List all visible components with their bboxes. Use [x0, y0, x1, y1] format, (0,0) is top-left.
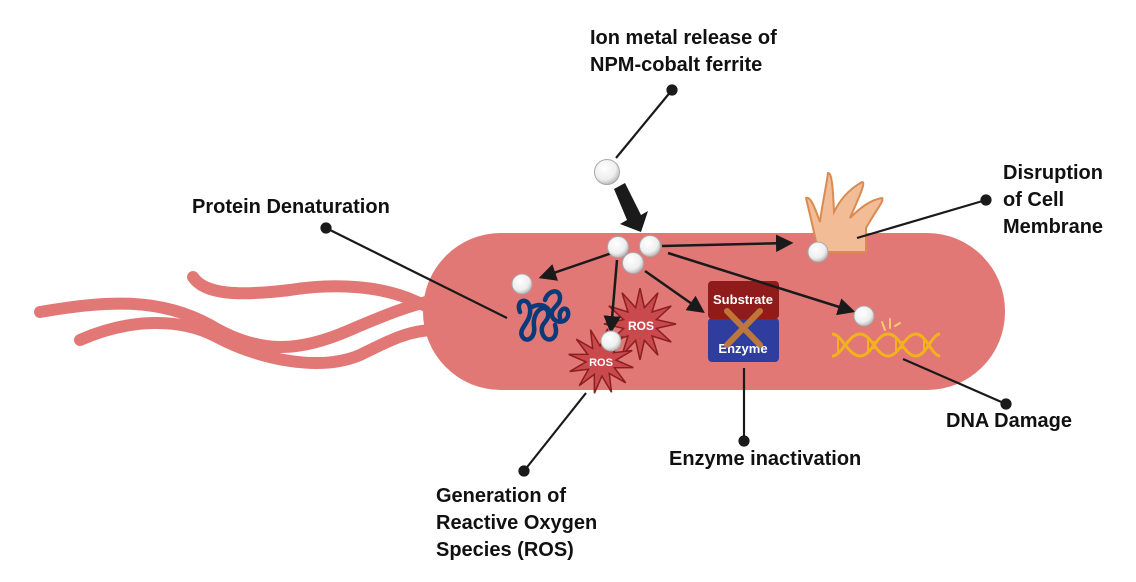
- arrow-to-ros: [603, 259, 621, 334]
- dna-icon: [831, 318, 941, 358]
- metal-ions: [511, 159, 875, 352]
- flagellum-2: [74, 317, 441, 369]
- flagellum-3: [187, 271, 446, 318]
- substrate-label: Substrate: [713, 292, 773, 307]
- entry-arrow-icon: [614, 183, 648, 232]
- ion-external: [594, 159, 620, 185]
- flagellum-1: [34, 294, 441, 353]
- ros-large-label: ROS: [628, 319, 654, 333]
- ion-cluster-2: [639, 235, 661, 257]
- arrow-to-protein: [538, 251, 613, 281]
- label-enzyme-inactivation: Enzyme inactivation: [669, 448, 862, 470]
- ion-cluster-1: [607, 236, 629, 258]
- inhibition-cross-icon: [724, 308, 763, 348]
- callout-protein: [325, 227, 508, 319]
- ion-cluster-3: [622, 252, 644, 274]
- callout-lines: [320, 84, 1012, 477]
- label-membrane-disruption: Disruption of Cell Membrane: [1003, 162, 1104, 238]
- mechanism-arrows: [538, 234, 856, 334]
- ion-ros: [600, 330, 622, 352]
- ros-small-label: ROS: [589, 357, 613, 369]
- protein-icon: [516, 289, 571, 342]
- ion-protein: [511, 273, 533, 295]
- arrow-to-enzyme: [644, 269, 705, 314]
- callout-ion-release: [615, 89, 673, 159]
- callout-ros: [523, 392, 587, 472]
- flagella: [34, 271, 446, 369]
- callout-membrane: [856, 198, 987, 240]
- ros-icon-large: ROS: [603, 287, 677, 361]
- enzyme-block: [708, 318, 779, 362]
- damage-spark-icon: [881, 318, 901, 331]
- label-protein-denaturation: Protein Denaturation: [192, 196, 390, 218]
- substrate-enzyme-icon: Substrate Enzyme: [708, 281, 779, 362]
- cell-membrane-disruption-icon: [804, 172, 884, 253]
- label-ros-generation: Generation of Reactive Oxygen Species (R…: [436, 485, 598, 561]
- arrow-to-dna: [667, 251, 856, 316]
- ion-membrane: [807, 241, 829, 263]
- arrow-to-membrane: [661, 234, 794, 253]
- callout-dna: [902, 357, 1007, 406]
- label-dna-damage: DNA Damage: [946, 410, 1072, 432]
- label-ion-release: Ion metal release of NPM-cobalt ferrite: [590, 27, 777, 76]
- ion-dna: [853, 305, 875, 327]
